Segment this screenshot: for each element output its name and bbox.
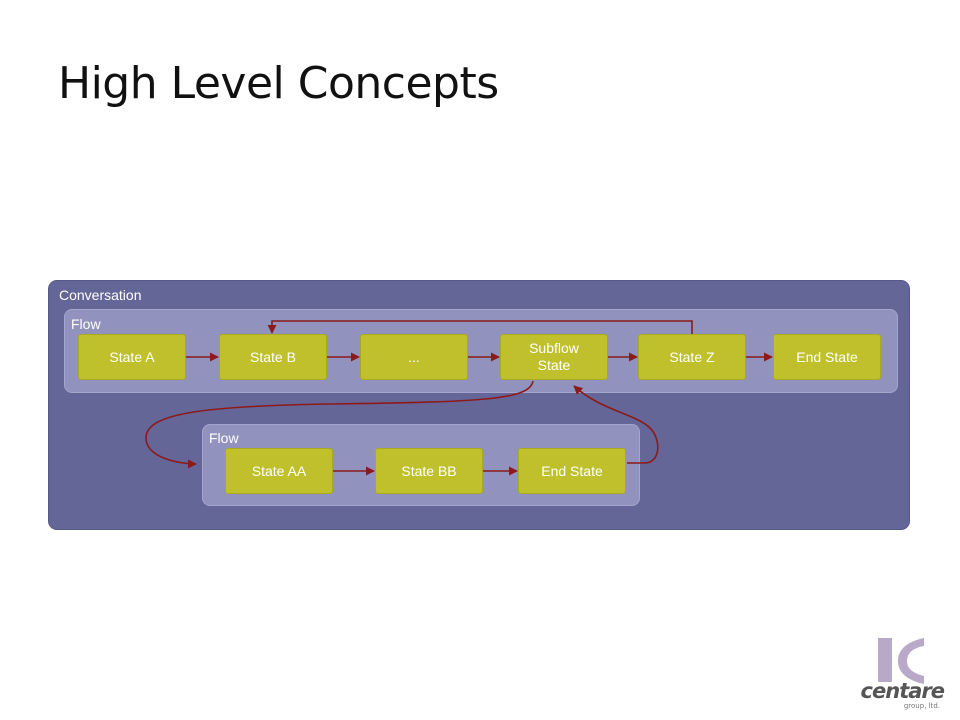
slide-title: High Level Concepts: [58, 58, 499, 109]
centare-logo: centare group, ltd.: [846, 638, 950, 712]
state-b: State B: [219, 334, 327, 380]
logo-wordmark: centare: [860, 679, 945, 703]
state-bb: State BB: [375, 448, 483, 494]
end-state-main: End State: [773, 334, 881, 380]
state-z: State Z: [638, 334, 746, 380]
subflow-state: Subflow State: [500, 334, 608, 380]
end-state-sub: End State: [518, 448, 626, 494]
state-a: State A: [78, 334, 186, 380]
main-flow-label: Flow: [71, 316, 101, 332]
conversation-label: Conversation: [59, 287, 142, 303]
state-aa: State AA: [225, 448, 333, 494]
state-ellipsis: ...: [360, 334, 468, 380]
sub-flow-label: Flow: [209, 430, 239, 446]
logo-mark-icon: [878, 638, 924, 684]
logo-subtitle: group, ltd.: [903, 702, 940, 710]
